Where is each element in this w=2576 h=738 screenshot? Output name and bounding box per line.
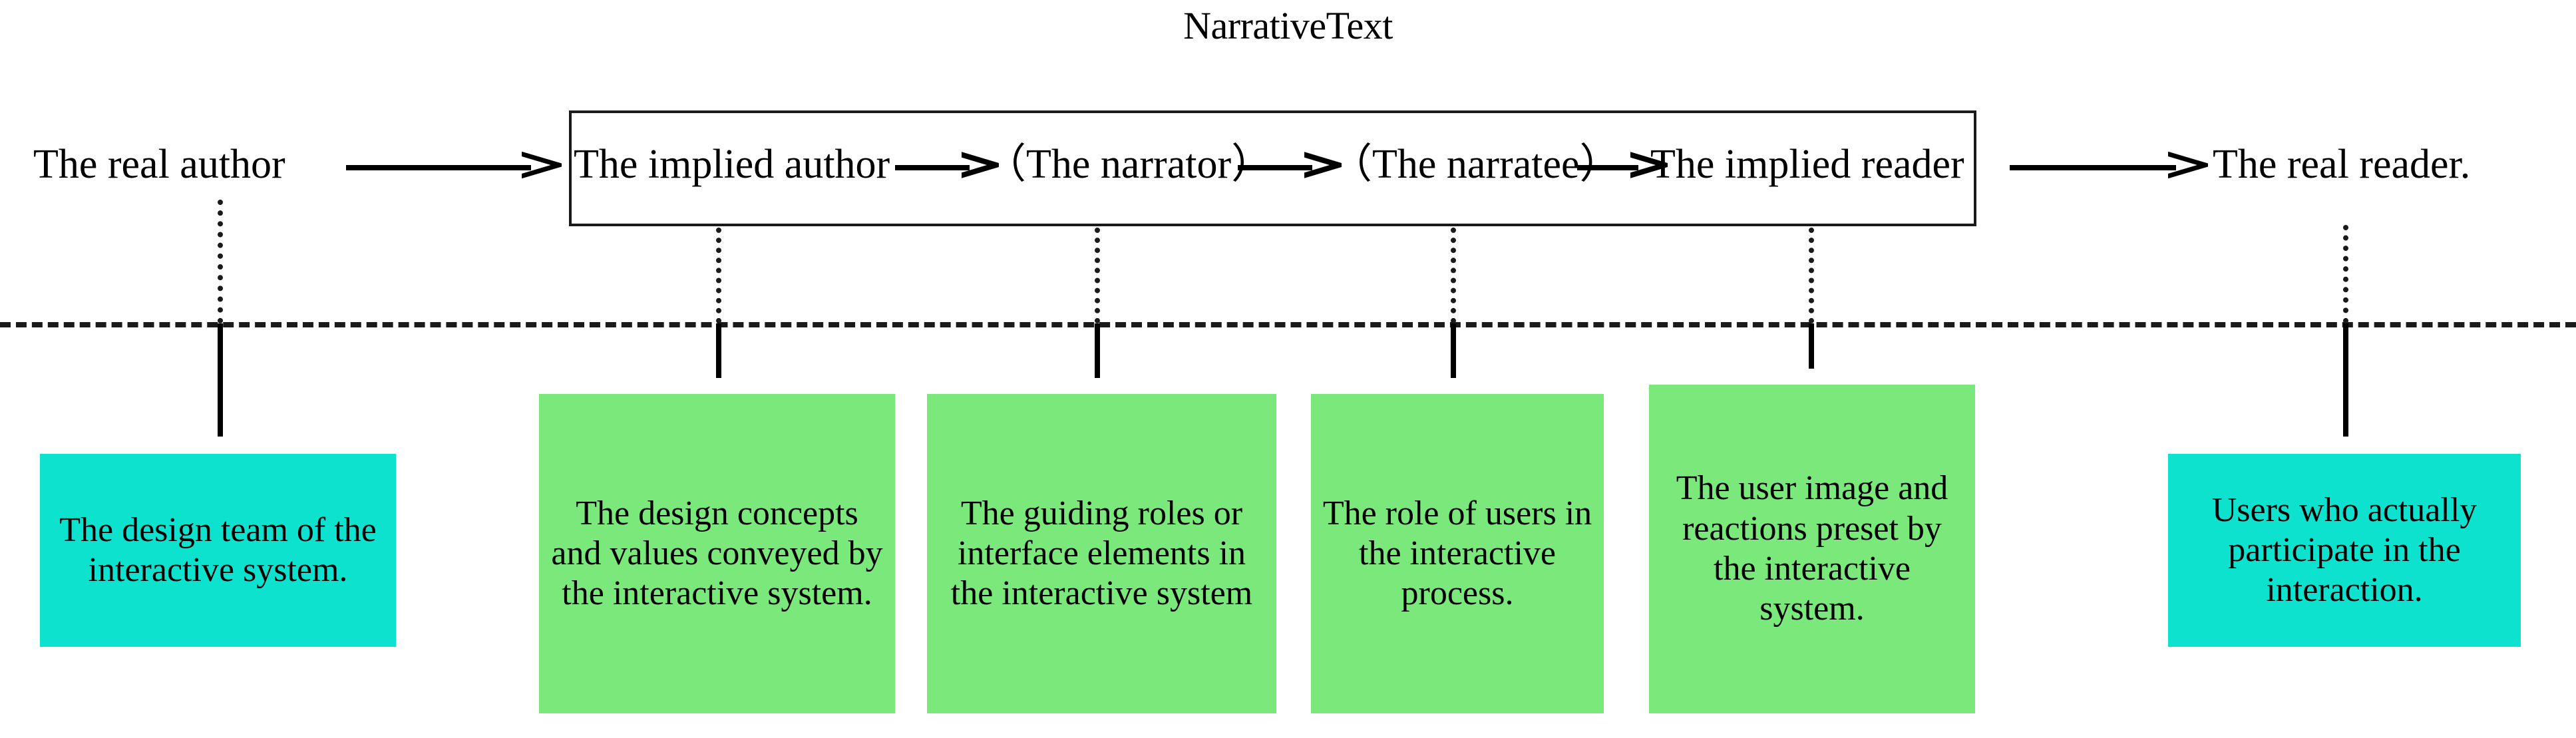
arrowhead-icon [1630, 152, 1668, 178]
connector-dotted-real-reader [2343, 225, 2348, 323]
description-text: The guiding roles or interface elements … [950, 494, 1253, 613]
description-text: The design concepts and values conveyed … [551, 494, 883, 613]
arrowhead-icon [2168, 152, 2208, 178]
page-title: NarrativeText [1183, 4, 1393, 47]
arrowhead-icon [1304, 152, 1342, 178]
connector-dotted-real-author [218, 200, 223, 323]
description-box-narratee: The role of users in the interactive pro… [1311, 394, 1604, 713]
description-text: Users who actually participate in the in… [2211, 490, 2478, 610]
connector-solid-real-author [218, 323, 223, 437]
flow-node-narrator: （The narrator） [985, 142, 1273, 187]
connector-solid-implied-author [716, 323, 721, 378]
connector-dotted-implied-reader [1809, 228, 1814, 323]
description-box-real-author: The design team of the interactive syste… [40, 454, 396, 647]
connector-solid-narratee [1451, 323, 1456, 378]
connector-dotted-implied-author [716, 228, 721, 323]
description-box-implied-author: The design concepts and values conveyed … [539, 394, 895, 713]
description-box-implied-reader: The user image and reactions preset by t… [1649, 385, 1975, 713]
connector-solid-real-reader [2343, 323, 2348, 437]
flow-node-real-author: The real author [33, 142, 285, 187]
narrative-text-frame [569, 110, 1976, 226]
flow-node-narratee: （The narratee） [1331, 142, 1621, 187]
description-box-narrator: The guiding roles or interface elements … [927, 394, 1276, 713]
description-box-real-reader: Users who actually participate in the in… [2168, 454, 2521, 647]
arrowhead-icon [962, 152, 999, 178]
arrowhead-icon [522, 152, 562, 178]
connector-solid-narrator [1095, 323, 1100, 378]
flow-node-real-reader: The real reader. [2213, 142, 2471, 187]
description-text: The user image and reactions preset by t… [1676, 469, 1948, 628]
diegetic-boundary-divider [0, 322, 2576, 327]
description-text: The role of users in the interactive pro… [1322, 494, 1592, 613]
flow-node-implied-author: The implied author [574, 142, 890, 187]
connector-dotted-narrator [1095, 228, 1100, 323]
connector-dotted-narratee [1451, 228, 1456, 323]
connector-solid-implied-reader [1809, 323, 1814, 369]
description-text: The design team of the interactive syste… [59, 510, 377, 589]
flow-node-implied-reader: The implied reader [1650, 142, 1964, 187]
